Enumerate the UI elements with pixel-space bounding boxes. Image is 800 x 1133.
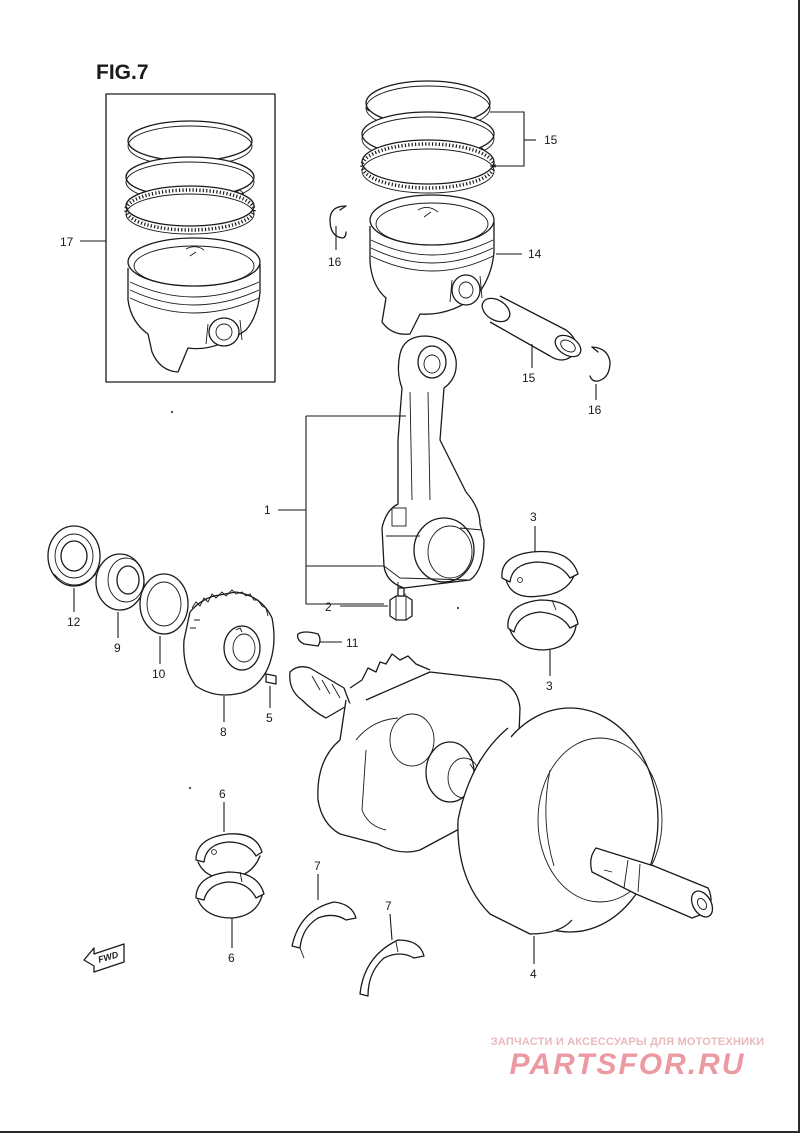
callout-1: 1 — [264, 503, 271, 517]
part-4-crankshaft — [289, 653, 714, 935]
watermark: ЗАПЧАСТИ И АКСЕССУАРЫ ДЛЯ МОТОТЕХНИКИ PA… — [470, 1036, 785, 1082]
watermark-tagline: ЗАПЧАСТИ И АКСЕССУАРЫ ДЛЯ МОТОТЕХНИКИ — [490, 1036, 765, 1048]
part-7-thrust-washer-right — [359, 939, 425, 997]
watermark-logo: PARTSFOR.RU — [509, 1048, 746, 1081]
part-17-piston-kit — [105, 93, 276, 383]
callout-7-right: 7 — [385, 899, 392, 913]
callout-13: 14 — [528, 247, 542, 261]
callout-3-lower: 3 — [546, 679, 553, 693]
leader-lines — [73, 111, 597, 964]
callout-labels: 17 15 14 16 15 16 1 2 3 3 12 9 10 8 5 11… — [60, 133, 602, 981]
part-7-thrust-washer-left — [291, 901, 357, 959]
callout-5: 5 — [266, 711, 273, 725]
part-3-bearing-upper — [501, 550, 579, 598]
part-1-connecting-rod — [381, 335, 485, 597]
part-16-circlip-upper — [329, 205, 347, 239]
oil-control-ring — [360, 139, 496, 194]
callout-6-lower: 6 — [228, 951, 235, 965]
callout-6-upper: 6 — [219, 787, 226, 801]
figure-title: FIG.7 — [96, 61, 149, 84]
callout-4: 4 — [530, 967, 537, 981]
part-16-circlip-lower — [589, 346, 611, 382]
part-14-piston-rings — [360, 80, 496, 194]
callout-12: 12 — [67, 615, 81, 629]
fwd-direction-marker: FWD — [83, 943, 125, 973]
kit-oil-ring — [124, 185, 256, 235]
part-5-pin — [265, 673, 277, 685]
scan-specks — [171, 411, 459, 789]
part-10-washer — [139, 573, 189, 635]
callout-15: 15 — [522, 371, 536, 385]
callout-9: 9 — [114, 641, 121, 655]
callout-8: 8 — [220, 725, 227, 739]
part-11-woodruff-key — [296, 631, 321, 647]
fwd-arrow-icon — [83, 943, 125, 973]
callout-16-lower: 16 — [588, 403, 602, 417]
callout-10: 10 — [152, 667, 166, 681]
callout-3-upper: 3 — [530, 510, 537, 524]
callout-11: 11 — [346, 636, 359, 650]
part-13-piston — [369, 194, 495, 335]
part-6-journal-bearing-lower — [195, 871, 265, 919]
part-9-bearing — [95, 553, 145, 611]
kit-piston — [127, 237, 261, 373]
kit-box — [105, 93, 276, 383]
callout-2: 2 — [325, 600, 332, 614]
part-12-oil-seal — [47, 525, 101, 587]
callout-16-upper: 16 — [328, 255, 342, 269]
part-8-primary-gear — [183, 589, 275, 696]
scan-edge-right — [798, 0, 800, 1133]
callout-7-left: 7 — [314, 859, 321, 873]
scan-edge-bottom — [0, 1131, 800, 1133]
callout-17: 17 — [60, 235, 74, 249]
part-3-bearing-lower — [507, 599, 579, 651]
part-2-nut — [389, 587, 413, 621]
part-15-piston-pin — [481, 295, 582, 361]
callout-14: 15 — [544, 133, 558, 147]
